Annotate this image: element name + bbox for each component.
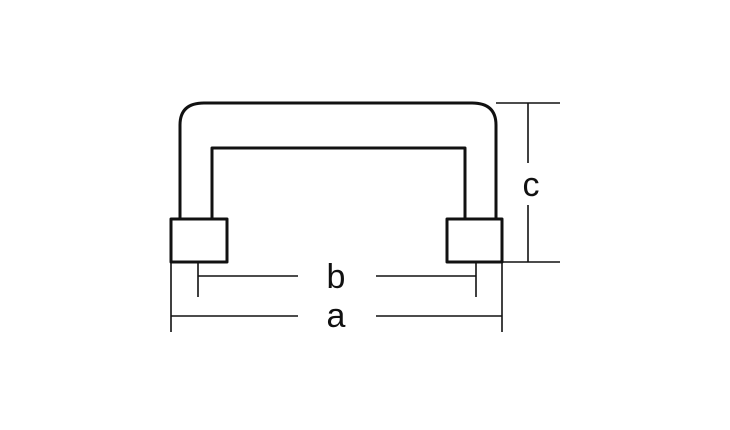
dimension-c-label: c [523,166,540,204]
dimension-b: b [197,258,477,297]
left-foot-block [169,217,229,264]
dimension-a-label: a [327,297,346,335]
handle-outer-outline [178,101,498,218]
dimension-b-label: b [327,258,346,296]
dimension-c: c [496,102,560,263]
dimension-a: a [170,262,503,335]
handle-inner-outline [210,146,467,218]
right-foot-block [445,217,504,264]
